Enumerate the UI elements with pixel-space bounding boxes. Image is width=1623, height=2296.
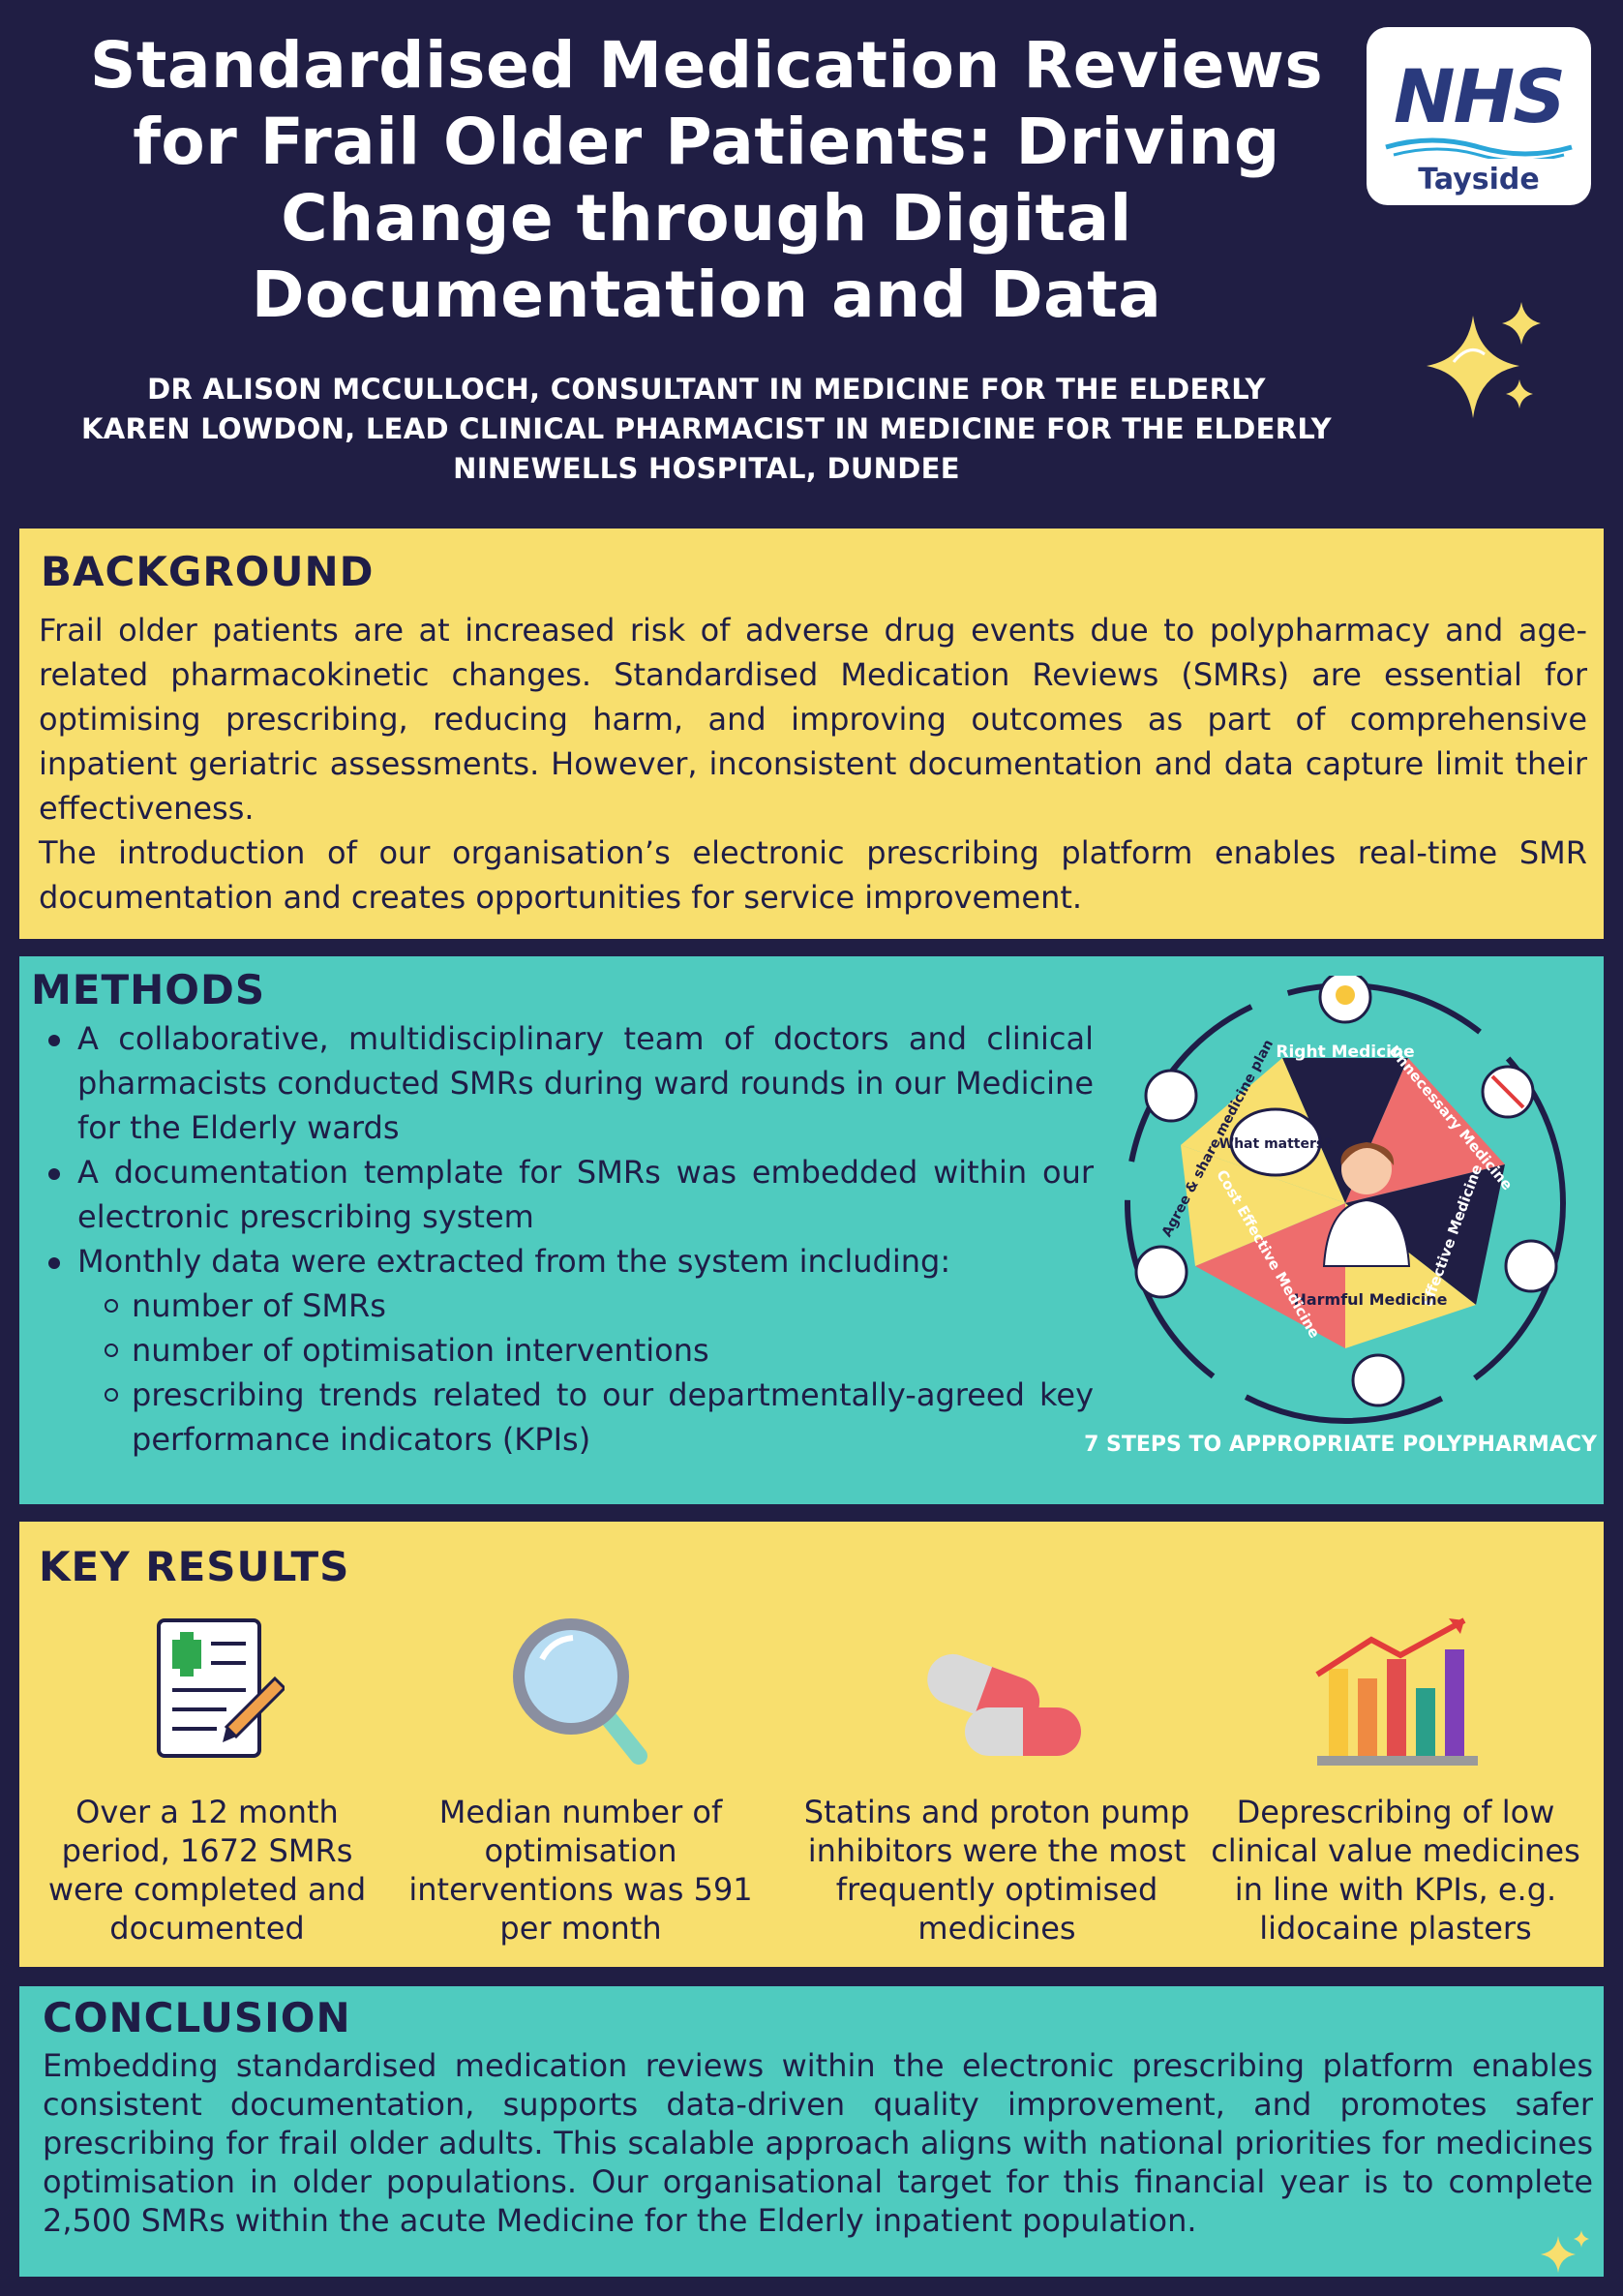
key-results-section: KEY RESULTS Over a 12 month period, 1672…: [19, 1522, 1604, 1967]
logo-tayside-text: Tayside: [1418, 163, 1540, 196]
result-text-3: Statins and proton pump inhibitors were …: [803, 1794, 1190, 1947]
background-paragraph-1: Frail older patients are at increased ri…: [39, 612, 1587, 827]
methods-bullet-1: A collaborative, multidisciplinary team …: [39, 1016, 1094, 1150]
methods-bullet-3: Monthly data were extracted from the sys…: [39, 1239, 1094, 1284]
conclusion-text: Embedding standardised medication review…: [43, 2047, 1593, 2239]
magnifier-icon: [513, 1618, 647, 1765]
pharmacist-head-icon: [1341, 1144, 1392, 1194]
result-text-4: Deprescribing of low clinical value medi…: [1211, 1794, 1580, 1947]
methods-bullet-text: A collaborative, multidisciplinary team …: [77, 1020, 1094, 1146]
bullet-dot: [48, 1257, 60, 1269]
methods-sub-bullet-text: number of optimisation interventions: [132, 1332, 709, 1369]
scales-icon: [1134, 1245, 1188, 1299]
logo-wave-icon: [1385, 137, 1573, 159]
methods-list: A collaborative, multidisciplinary team …: [39, 1016, 1094, 1462]
methods-sub-bullet-1: number of SMRs: [39, 1284, 1094, 1328]
methods-bullet-text: Monthly data were extracted from the sys…: [77, 1243, 951, 1280]
wheel-center-label: What matters?: [1219, 1136, 1333, 1152]
sparkle-small-icon: [1541, 2230, 1589, 2273]
methods-bullet-2: A documentation template for SMRs was em…: [39, 1150, 1094, 1239]
author-line-3: NINEWELLS HOSPITAL, DUNDEE: [453, 452, 960, 485]
author-line-1: DR ALISON MCCULLOCH, CONSULTANT IN MEDIC…: [147, 373, 1266, 406]
bar-chart-icon: [1315, 1617, 1478, 1766]
bullet-dot: [48, 1168, 60, 1180]
clipboard-small-icon: [1144, 1069, 1198, 1123]
background-section: BACKGROUND Frail older patients are at i…: [19, 529, 1604, 939]
medicine-bottle-icon: [1504, 1239, 1558, 1293]
ambulance-icon: [1351, 1353, 1405, 1407]
thought-bubble: [1229, 1107, 1322, 1177]
lightbulb-glow: [1336, 985, 1355, 1005]
bullet-ring: [105, 1299, 118, 1313]
methods-heading: METHODS: [31, 966, 266, 1013]
background-text: Frail older patients are at increased ri…: [39, 608, 1587, 920]
clipboard-icon: [157, 1618, 285, 1758]
wheel-segment-agree: [1181, 1145, 1345, 1266]
nhs-tayside-logo: NHS Tayside: [1367, 27, 1591, 205]
poster-header: Standardised Medication Reviews for Frai…: [0, 0, 1623, 523]
pharmacist-coat-icon: [1322, 1198, 1411, 1267]
result-item-4: Deprescribing of low clinical value medi…: [1202, 1611, 1589, 1948]
pills-icon: [927, 1653, 1081, 1756]
wheel-segment-cost: [1195, 1203, 1345, 1348]
wheel-segment-right: [1282, 1058, 1408, 1203]
wheel-label-right: Right Medicine: [1276, 1042, 1414, 1062]
methods-section: METHODS A collaborative, multidisciplina…: [19, 956, 1604, 1504]
author-line-2: KAREN LOWDON, LEAD CLINICAL PHARMACIST I…: [81, 412, 1332, 445]
methods-sub-bullet-3: prescribing trends related to our depart…: [39, 1373, 1094, 1462]
sparkle-icon: [1427, 302, 1541, 418]
key-results-heading: KEY RESULTS: [39, 1543, 350, 1590]
conclusion-section: CONCLUSION Embedding standardised medica…: [19, 1986, 1604, 2277]
pharmacist-hair-icon: [1340, 1142, 1395, 1165]
no-pills-cross: [1490, 1074, 1525, 1109]
wheel-label-harmful: Harmful Medicine: [1293, 1290, 1447, 1309]
methods-sub-bullet-text: number of SMRs: [132, 1287, 386, 1324]
wheel-segment-effective: [1345, 1164, 1505, 1305]
logo-nhs-text: NHS: [1394, 53, 1566, 139]
result-text-1: Over a 12 month period, 1672 SMRs were c…: [47, 1794, 367, 1947]
bullet-ring: [105, 1344, 118, 1357]
result-item-2: Median number of optimisation interventi…: [397, 1611, 765, 1948]
author-list: DR ALISON MCCULLOCH, CONSULTANT IN MEDIC…: [39, 370, 1374, 489]
conclusion-heading: CONCLUSION: [43, 1994, 351, 2041]
background-heading: BACKGROUND: [41, 548, 375, 595]
methods-bullet-text: A documentation template for SMRs was em…: [77, 1154, 1094, 1235]
result-item-1: Over a 12 month period, 1672 SMRs were c…: [33, 1611, 381, 1948]
polypharmacy-wheel: Right Medicine Unnecessary Medicine Effe…: [1125, 976, 1566, 1424]
bullet-dot: [48, 1035, 60, 1046]
methods-sub-bullet-2: number of optimisation interventions: [39, 1328, 1094, 1373]
result-text-2: Median number of optimisation interventi…: [408, 1794, 753, 1947]
background-paragraph-2: The introduction of our organisation’s e…: [39, 834, 1587, 916]
wheel-caption: 7 STEPS TO APPROPRIATE POLYPHARMACY: [1084, 1433, 1597, 1457]
result-item-3: Statins and proton pump inhibitors were …: [794, 1611, 1200, 1948]
bullet-ring: [105, 1388, 118, 1402]
methods-sub-bullet-text: prescribing trends related to our depart…: [132, 1376, 1094, 1458]
poster-title: Standardised Medication Reviews for Frai…: [89, 28, 1324, 332]
